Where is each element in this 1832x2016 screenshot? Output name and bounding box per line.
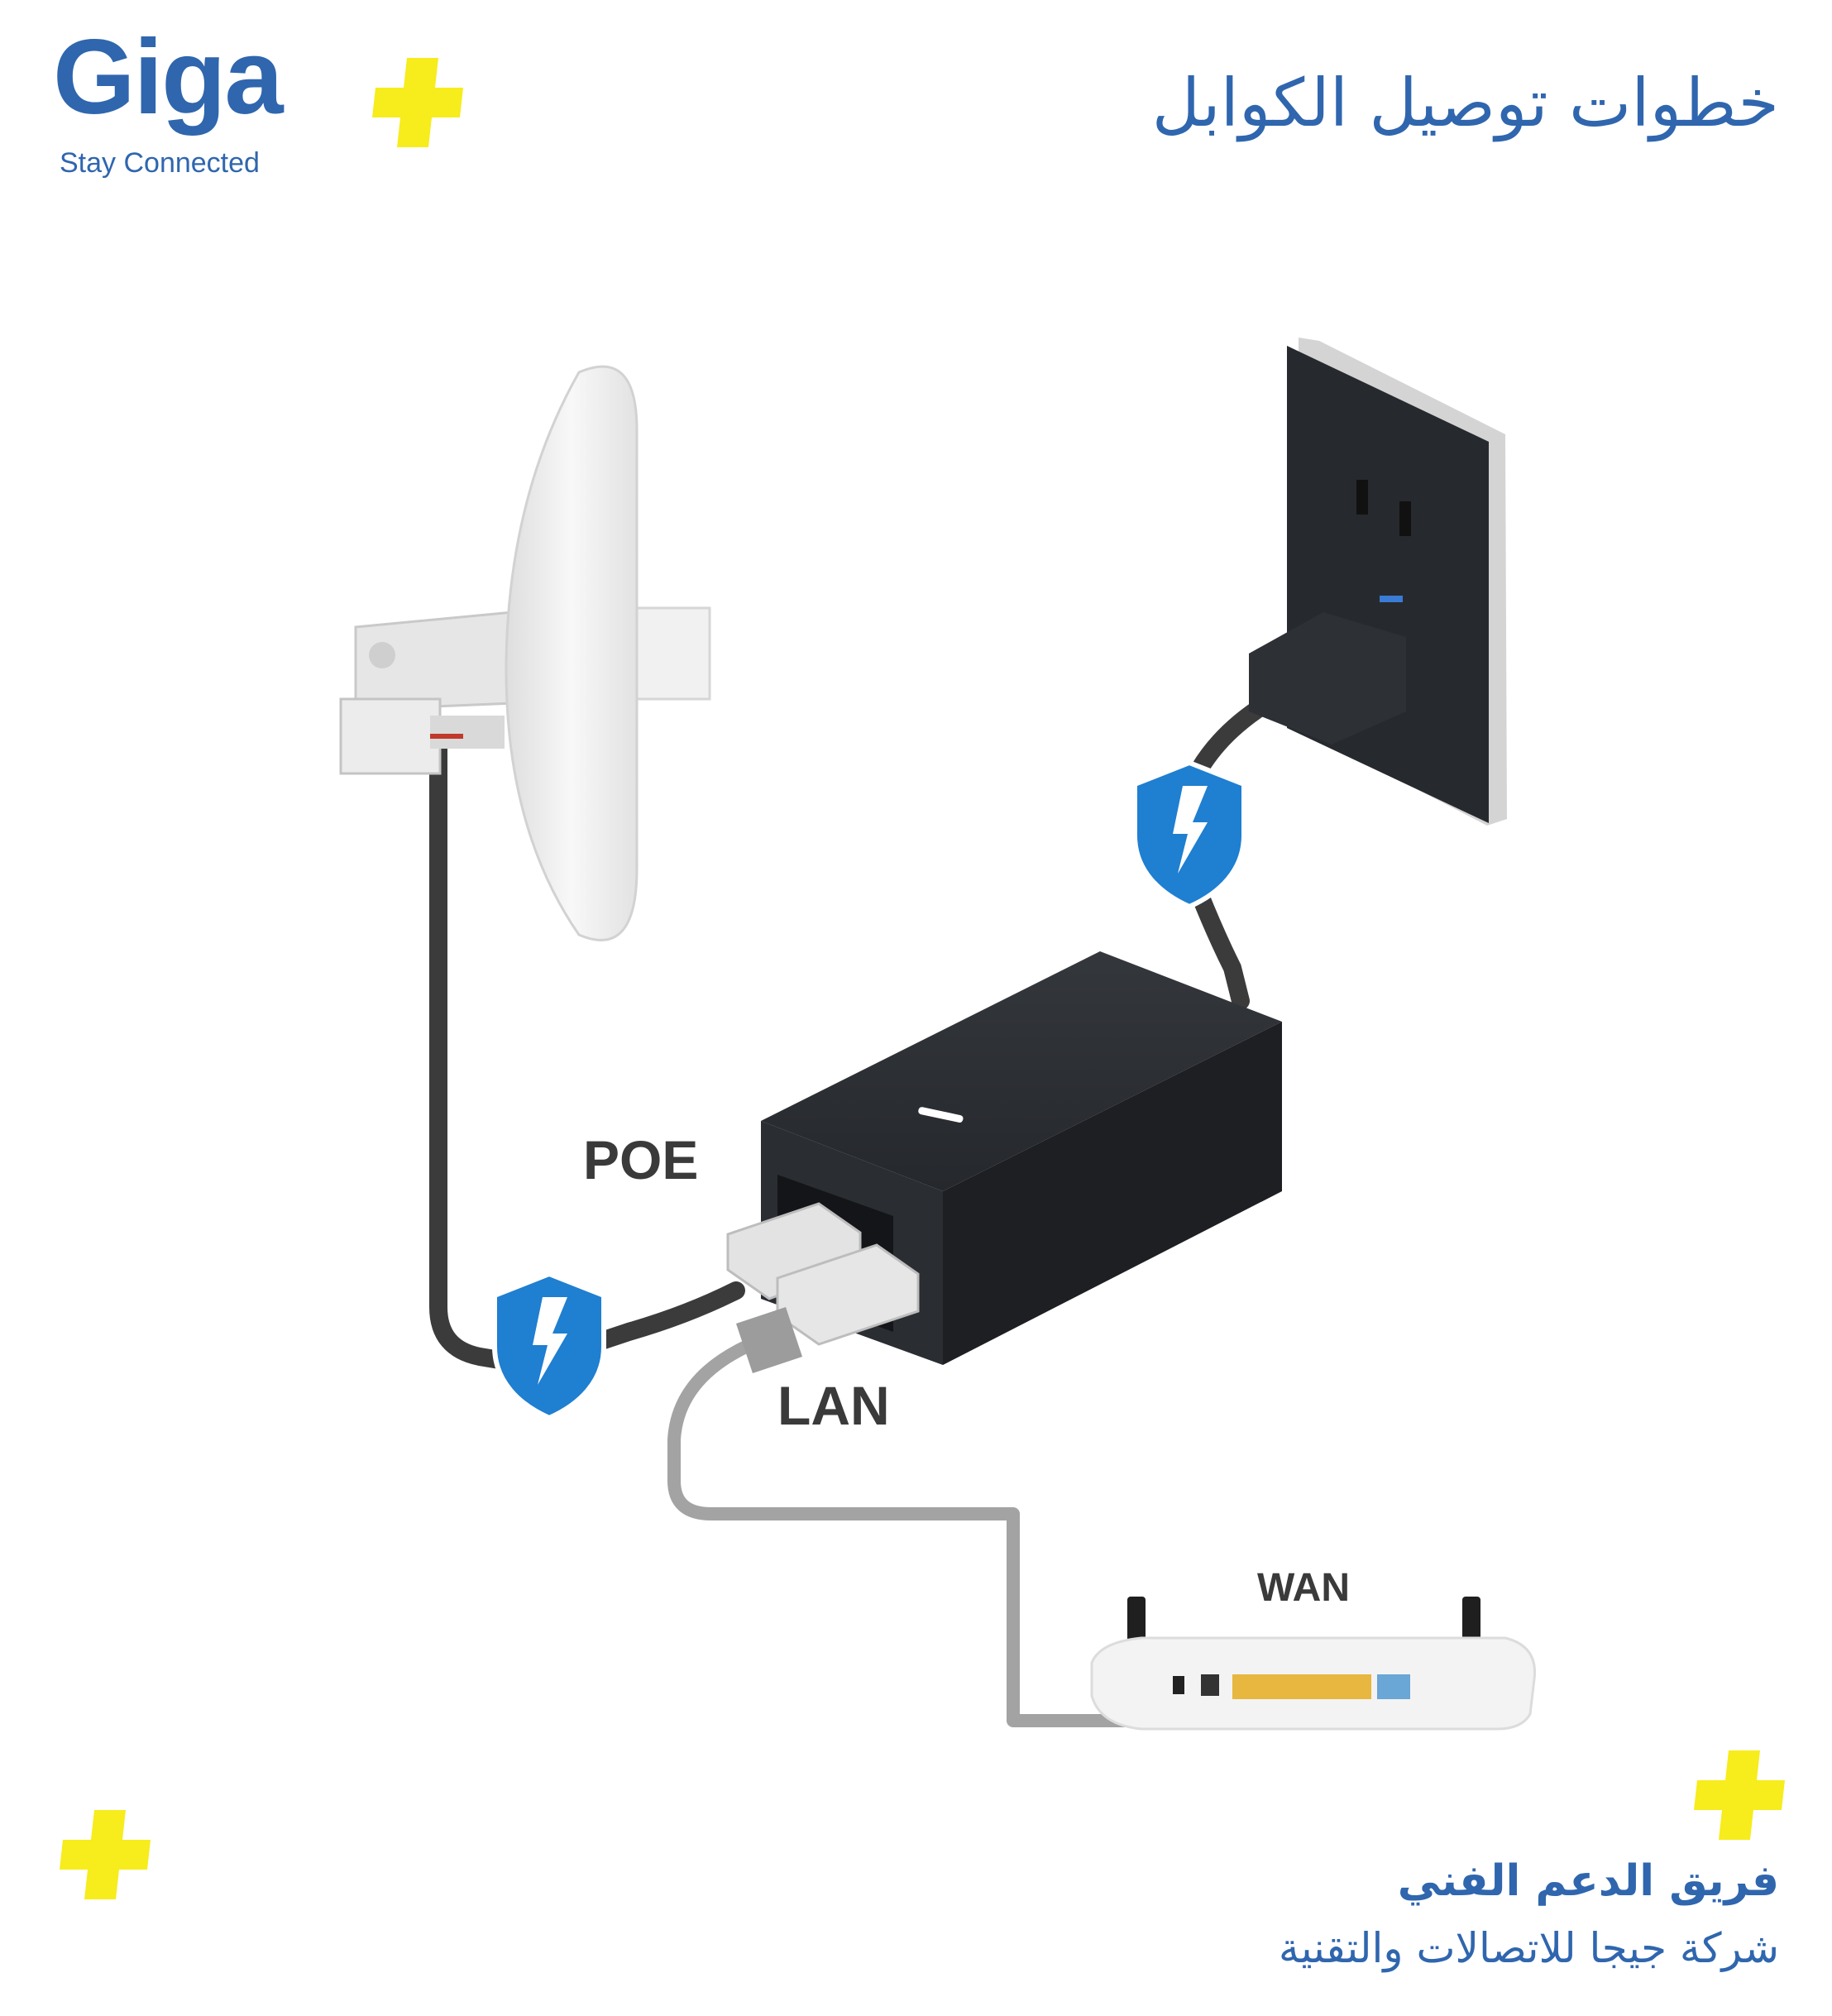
brand-tagline: Stay Connected	[60, 147, 260, 179]
footer-company: شركة جيجا للاتصالات والتقنية	[1278, 1924, 1779, 1972]
rj45-plug-lan	[736, 1243, 920, 1373]
label-lan: LAN	[777, 1375, 890, 1436]
router-icon	[1090, 1597, 1537, 1731]
plus-icon	[372, 58, 463, 147]
plus-icon	[60, 1810, 151, 1899]
page-title: خطوات توصيل الكوابل	[1151, 65, 1779, 141]
label-poe: POE	[583, 1129, 698, 1190]
lightning-shield-icon	[1135, 763, 1244, 907]
lan-cable	[667, 1334, 1131, 1727]
wall-outlet-icon	[1249, 338, 1507, 826]
antenna-icon	[339, 365, 711, 941]
lightning-shield-icon	[495, 1274, 604, 1418]
plus-icon	[1694, 1750, 1785, 1840]
brand-logo: Giga	[53, 18, 283, 136]
label-wan: WAN	[1257, 1566, 1350, 1610]
footer-team: فريق الدعم الفني	[1397, 1856, 1779, 1906]
